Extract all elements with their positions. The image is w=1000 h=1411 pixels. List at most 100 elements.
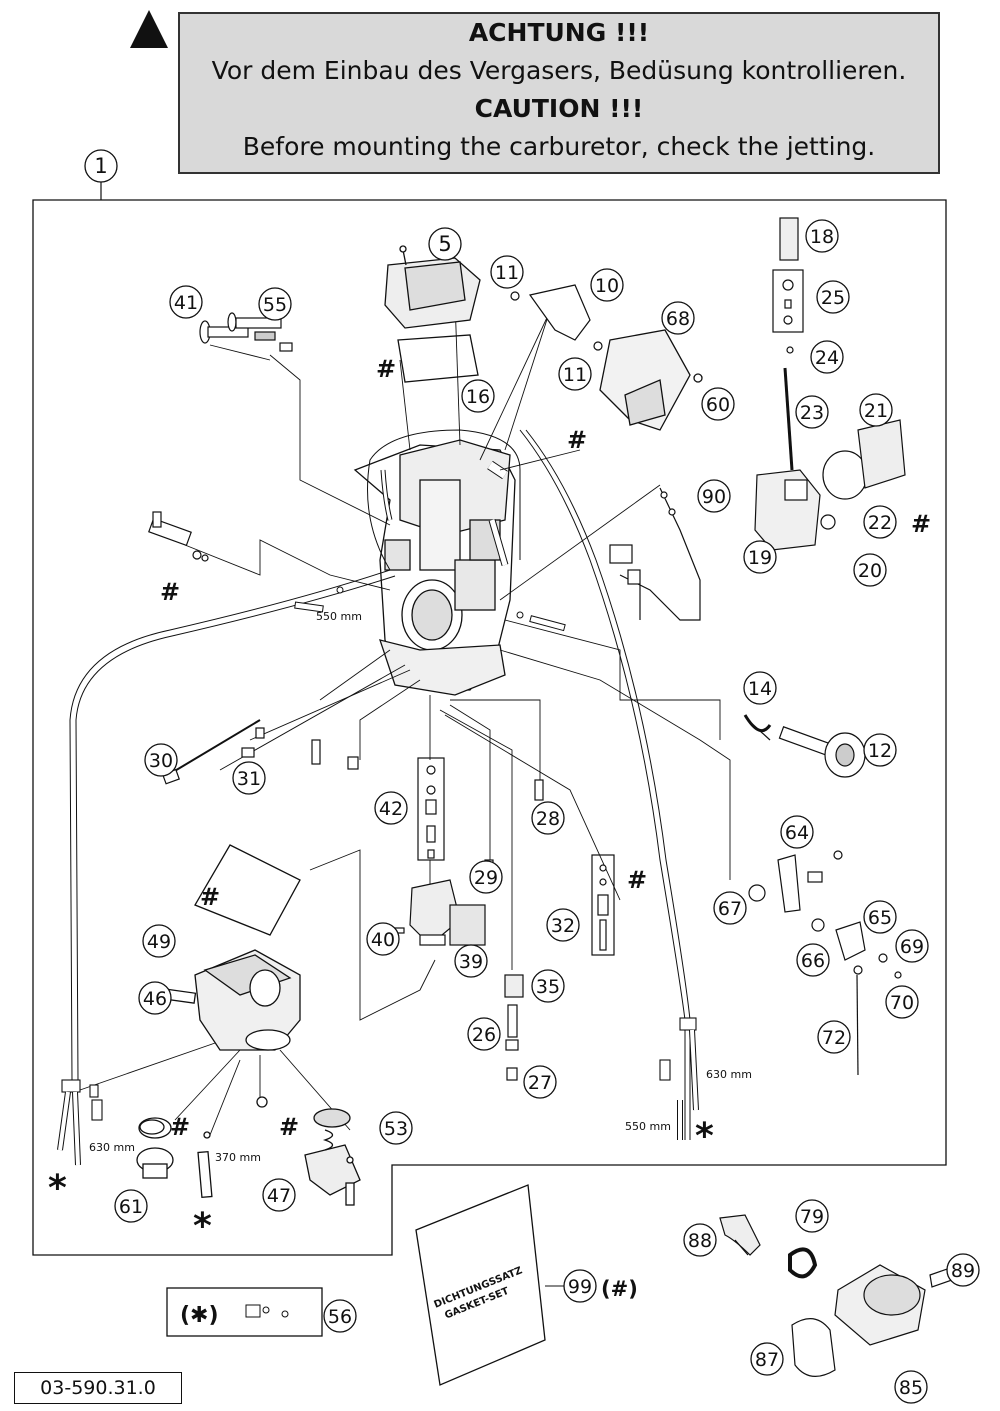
callout-28: 28 — [531, 801, 565, 835]
callout-65: 65 — [863, 900, 897, 934]
callout-66: 66 — [796, 943, 830, 977]
callout-79: 79 — [795, 1199, 829, 1233]
callout-circle — [546, 908, 580, 942]
callout-25: 25 — [816, 280, 850, 314]
callout-circle — [683, 1223, 717, 1257]
callout-label: 27 — [528, 1072, 552, 1094]
hash-mark: # — [911, 510, 931, 538]
linkage-bracket — [510, 284, 603, 351]
callout-label: 11 — [495, 262, 519, 284]
jets-and-float — [311, 739, 615, 1081]
callout-circle — [795, 1199, 829, 1233]
throttle-shaft — [743, 714, 866, 778]
callout-circle — [428, 227, 462, 261]
callout-circle — [169, 285, 203, 319]
callout-circle — [323, 1299, 357, 1333]
callout-32: 32 — [546, 908, 580, 942]
kit-56-parts — [245, 1304, 289, 1318]
callout-circle — [461, 379, 495, 413]
kit-56-asterisk: (✱) — [180, 1303, 219, 1328]
callout-39: 39 — [454, 944, 488, 978]
callout-85: 85 — [894, 1370, 928, 1404]
callout-label: 10 — [595, 275, 619, 297]
callout-circle — [894, 1370, 928, 1404]
callout-circle — [895, 929, 929, 963]
callout-circle — [701, 387, 735, 421]
callout-1: 1 — [84, 149, 118, 183]
callout-circle — [531, 801, 565, 835]
callout-10: 10 — [590, 268, 624, 302]
callout-64: 64 — [780, 815, 814, 849]
callout-label: 5 — [438, 232, 451, 256]
hash-mark: # — [567, 426, 587, 454]
callout-circle — [853, 553, 887, 587]
callout-89: 89 — [946, 1253, 980, 1287]
callout-23: 23 — [795, 395, 829, 429]
callout-label: 35 — [536, 976, 560, 998]
callout-circle — [743, 540, 777, 574]
callout-label: 26 — [472, 1024, 496, 1046]
callout-12: 12 — [863, 733, 897, 767]
hash-mark: # — [279, 1113, 299, 1141]
callout-label: 65 — [868, 907, 892, 929]
callout-67: 67 — [713, 891, 747, 925]
hash-mark: # — [170, 1113, 190, 1141]
callout-label: 28 — [536, 808, 560, 830]
callout-circle — [810, 340, 844, 374]
callout-label: 72 — [822, 1027, 846, 1049]
callout-circle — [523, 1065, 557, 1099]
callout-label: 41 — [174, 292, 198, 314]
callout-circle — [490, 255, 524, 289]
callout-circle — [262, 1178, 296, 1212]
top-cover — [384, 245, 481, 383]
callout-label: 42 — [379, 798, 403, 820]
kit-56-box — [166, 1287, 323, 1337]
small-hose-pieces — [294, 586, 566, 632]
callout-56: 56 — [323, 1299, 357, 1333]
callout-label: 56 — [328, 1306, 352, 1328]
callout-circle — [805, 219, 839, 253]
callout-circle — [558, 357, 592, 391]
hash-mark: # — [376, 355, 396, 383]
kit-99-hash: (#) — [601, 1277, 638, 1301]
callout-27: 27 — [523, 1065, 557, 1099]
callout-87: 87 — [750, 1342, 784, 1376]
callout-circle — [379, 1111, 413, 1145]
callout-68: 68 — [661, 301, 695, 335]
dimension-labels: 550 mm 550 mm 630 mm 630 mm 370 mm — [89, 610, 752, 1164]
callout-circle — [816, 280, 850, 314]
warning-text-en: Before mounting the carburetor, check th… — [242, 132, 876, 161]
callout-11: 11 — [558, 357, 592, 391]
callout-circle — [946, 1253, 980, 1287]
warning-title-de: ACHTUNG !!! — [468, 18, 650, 47]
airbox-connector-parts — [719, 1214, 953, 1377]
callout-5: 5 — [428, 227, 462, 261]
callout-40: 40 — [366, 922, 400, 956]
asterisk-mark: * — [695, 1116, 714, 1157]
callout-circle — [467, 1017, 501, 1051]
part-number-label: 03-590.31.0 — [14, 1372, 182, 1404]
callout-70: 70 — [885, 985, 919, 1019]
callout-22: 22 — [863, 505, 897, 539]
callout-label: 11 — [563, 364, 587, 386]
callout-24: 24 — [810, 340, 844, 374]
callout-18: 18 — [805, 219, 839, 253]
callout-label: 20 — [858, 560, 882, 582]
callout-label: 39 — [459, 951, 483, 973]
callout-16: 16 — [461, 379, 495, 413]
callout-label: 12 — [868, 740, 892, 762]
callout-circle — [114, 1189, 148, 1223]
callout-47: 47 — [262, 1178, 296, 1212]
callout-circle — [144, 743, 178, 777]
callout-circle — [863, 900, 897, 934]
callout-label: 69 — [900, 936, 924, 958]
callout-circle — [780, 815, 814, 849]
asterisk-mark: * — [48, 1168, 67, 1209]
dimension-550-b: 550 mm — [625, 1120, 671, 1133]
callout-circle — [366, 922, 400, 956]
carburetor-body — [353, 439, 516, 696]
callout-label: 89 — [951, 1260, 975, 1282]
callout-circle — [817, 1020, 851, 1054]
dimension-630-a: 630 mm — [89, 1141, 135, 1154]
vent-hose-ends — [57, 1017, 699, 1166]
